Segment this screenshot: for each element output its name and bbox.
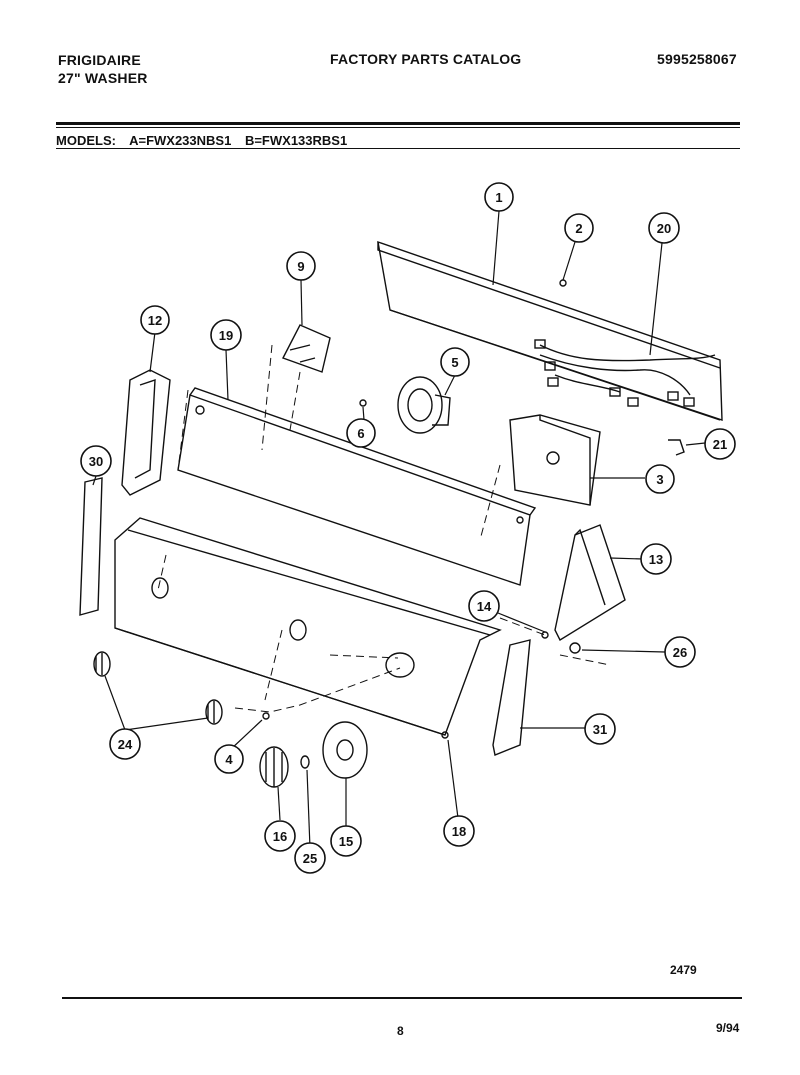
part-end-cap-right — [554, 524, 626, 641]
callout-9: 9 — [297, 259, 304, 274]
part-clip — [668, 439, 685, 456]
callout-31: 31 — [593, 722, 607, 737]
part-rear-panel — [377, 240, 723, 421]
page-number: 8 — [397, 1024, 404, 1038]
part-screw-18 — [441, 731, 449, 739]
part-end-cap-left — [79, 477, 103, 616]
part-bracket-left — [121, 369, 171, 496]
callout-18: 18 — [452, 824, 466, 839]
part-screw-6 — [359, 399, 367, 407]
part-timer — [397, 376, 451, 434]
callout-4: 4 — [225, 752, 233, 767]
model-b: B=FWX133RBS1 — [244, 133, 348, 148]
callout-6: 6 — [357, 426, 364, 441]
callout-26: 26 — [673, 645, 687, 660]
footer-date: 9/94 — [716, 1021, 740, 1035]
models-line: MODELS: A=FWX233NBS1 B=FWX133RBS1 — [56, 133, 357, 148]
part-trim-right — [492, 639, 531, 756]
callout-2: 2 — [575, 221, 582, 236]
callout-1: 1 — [495, 190, 502, 205]
model-a: A=FWX233NBS1 — [129, 133, 232, 148]
part-screw-2 — [559, 279, 567, 287]
part-dial-15 — [322, 721, 368, 779]
part-switch — [282, 324, 331, 373]
callout-25: 25 — [303, 851, 317, 866]
product-name: 27" WASHER — [58, 70, 148, 86]
models-rule — [56, 148, 740, 149]
header-rule-thin — [56, 127, 740, 128]
part-screw-14 — [541, 631, 549, 639]
callout-13: 13 — [649, 552, 663, 567]
models-label: MODELS: — [56, 133, 116, 148]
part-wiring-harness — [534, 339, 716, 407]
callout-12: 12 — [148, 313, 162, 328]
part-knob-16 — [259, 746, 289, 788]
callout-20: 20 — [657, 221, 671, 236]
footer-rule — [62, 997, 742, 999]
callout-21: 21 — [713, 437, 727, 452]
part-module-box — [509, 414, 601, 506]
part-screw-26 — [569, 642, 581, 654]
part-washer-25 — [300, 755, 310, 769]
part-knob-24a — [93, 651, 111, 677]
header-rule-thick — [56, 122, 740, 125]
catalog-title: FACTORY PARTS CATALOG — [330, 51, 522, 67]
drawing-number: 2479 — [670, 963, 697, 977]
part-control-panel-front — [114, 517, 502, 736]
part-knob-24b — [205, 699, 223, 725]
callout-19: 19 — [219, 328, 233, 343]
callout-30: 30 — [89, 454, 103, 469]
callout-5: 5 — [451, 355, 458, 370]
brand-name: FRIGIDAIRE — [58, 52, 141, 68]
catalog-number: 5995258067 — [657, 51, 737, 67]
callout-15: 15 — [339, 834, 353, 849]
callout-16: 16 — [273, 829, 287, 844]
callout-24: 24 — [118, 737, 133, 752]
part-control-backplate — [177, 387, 537, 586]
callout-3: 3 — [656, 472, 663, 487]
part-screw-4 — [262, 712, 270, 720]
callout-14: 14 — [477, 599, 492, 614]
